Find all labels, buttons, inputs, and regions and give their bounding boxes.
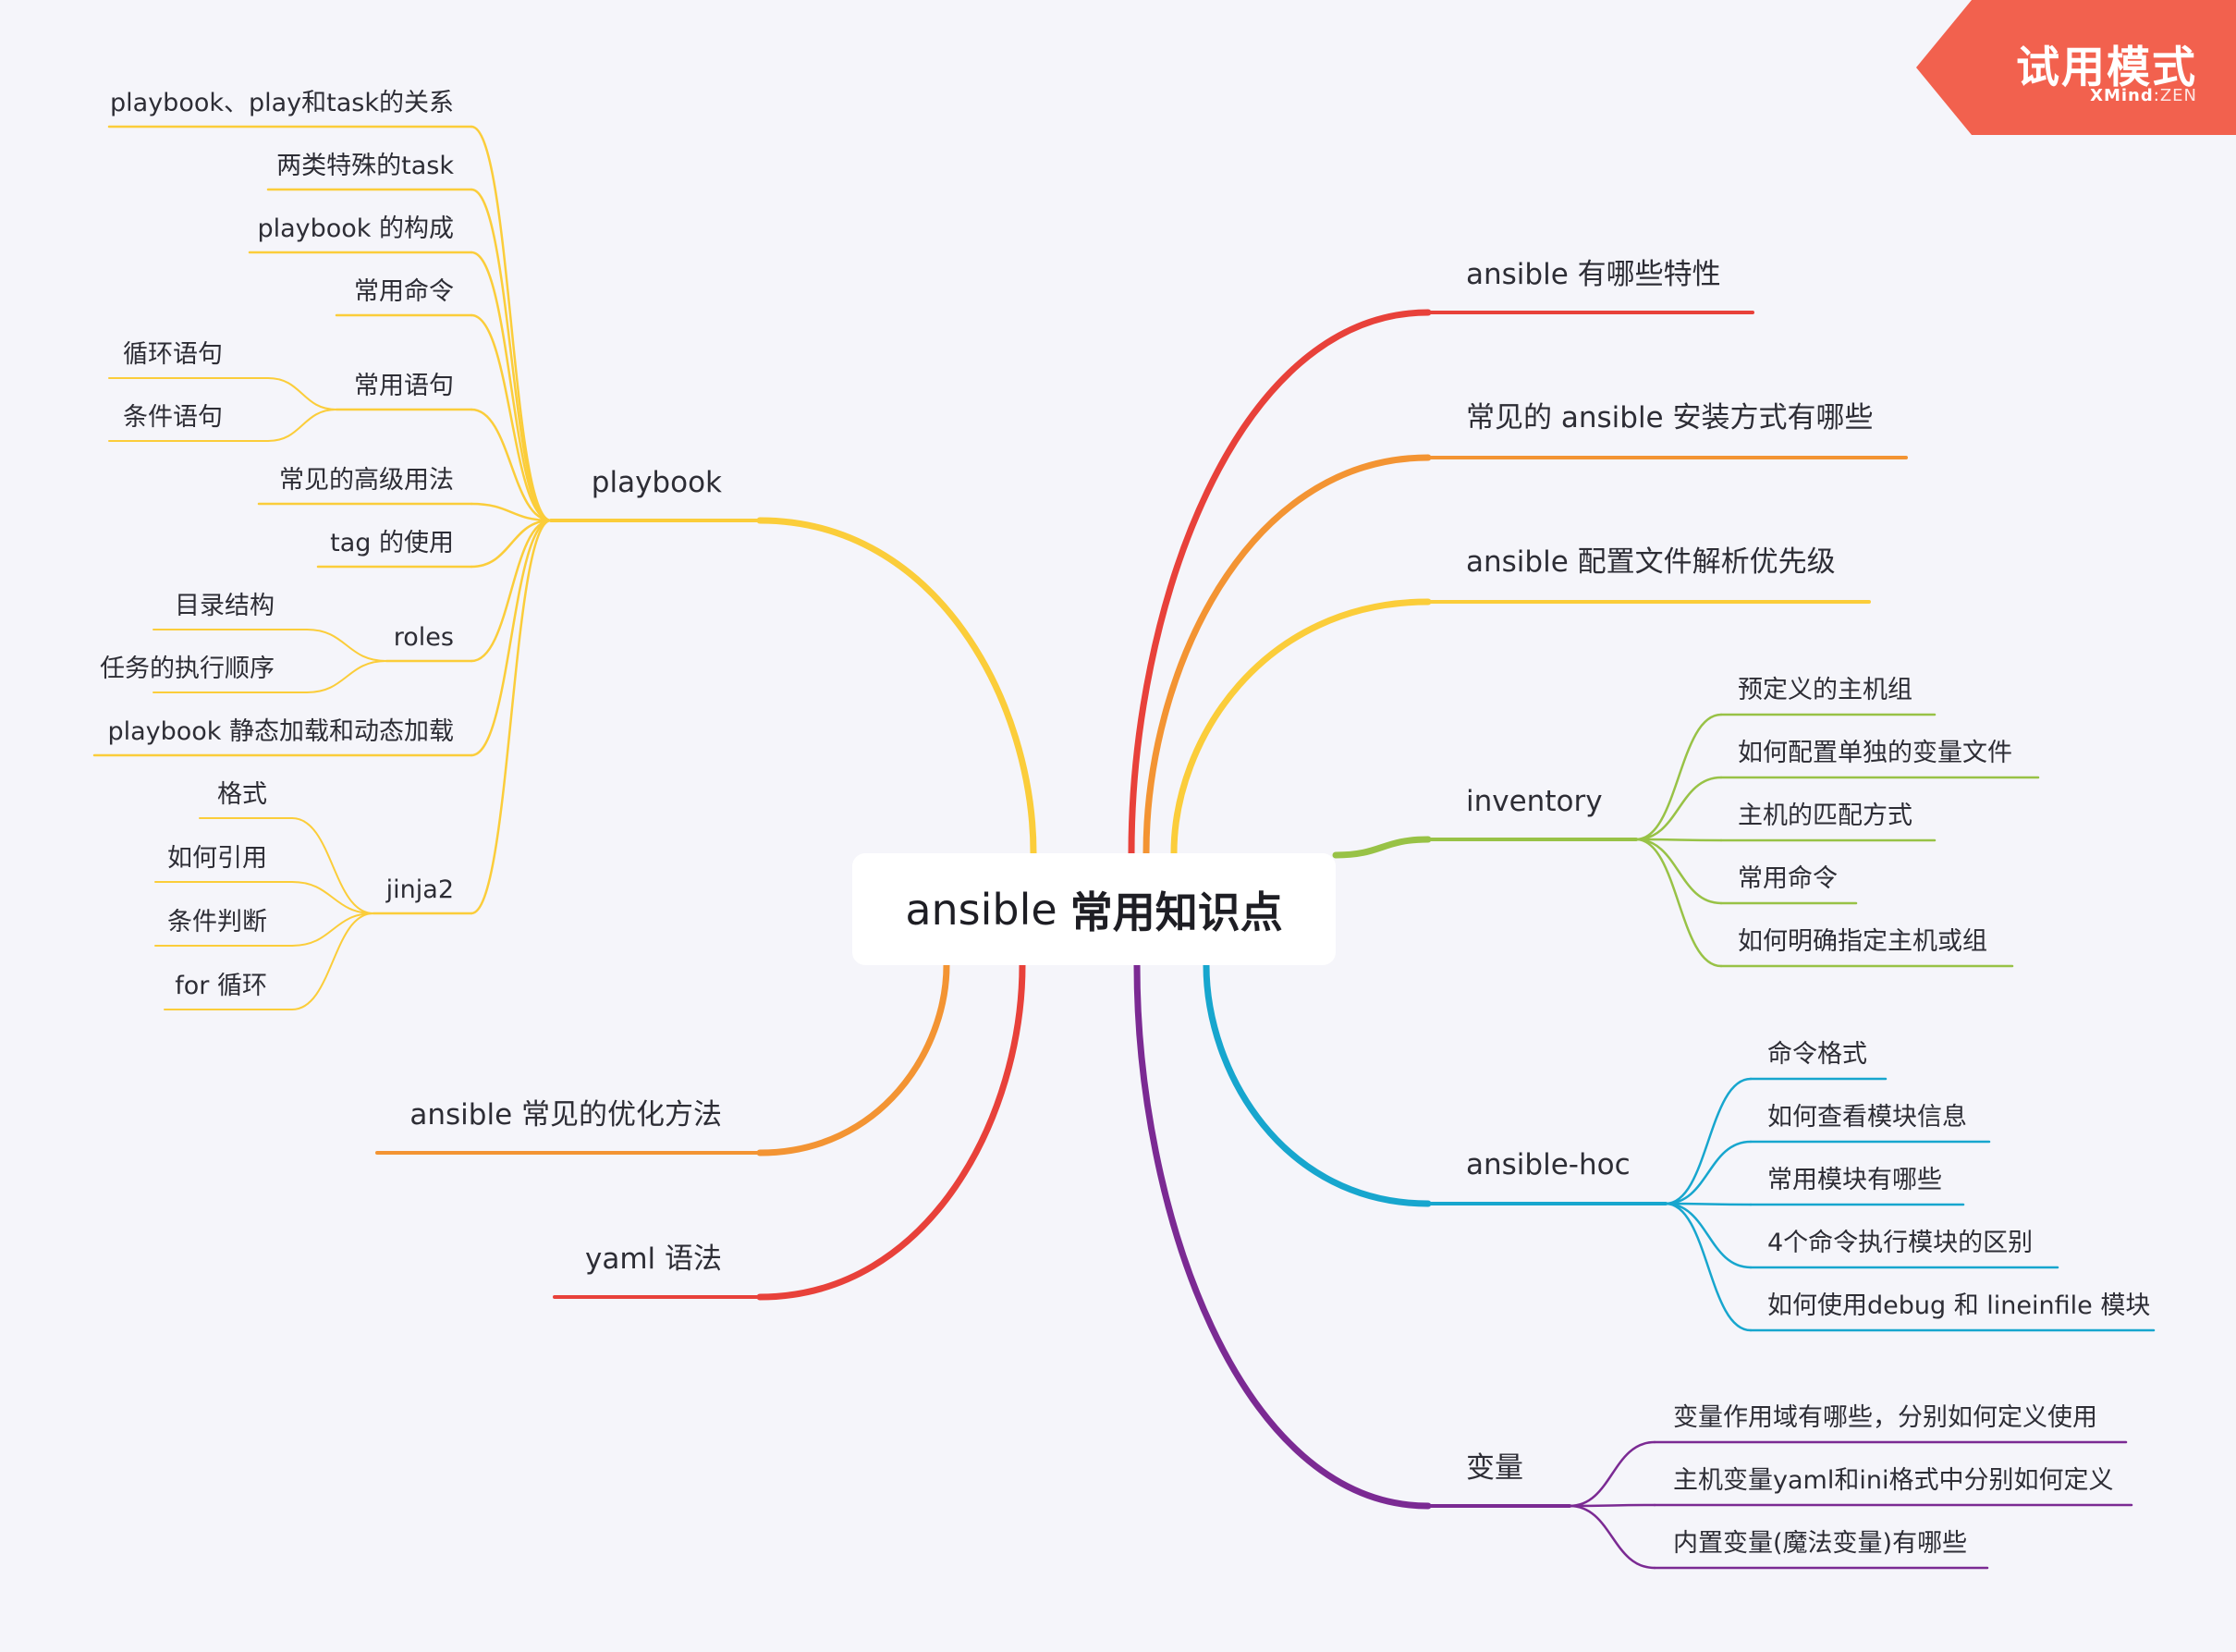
watermark-title: 试用模式 [2016,43,2197,93]
playbook-item[interactable]: roles [393,623,454,652]
roles-connector [306,629,387,662]
inventory-connector [1634,713,1723,841]
playbook-connector [470,313,553,522]
topic-inventory[interactable]: inventory [1466,785,1603,818]
branch-connector-playbook [756,517,1037,857]
jinja2-connector [291,912,374,947]
root-title-bold: 常用知识点 [1069,887,1283,937]
inventory-item[interactable]: 常用命令 [1738,864,1838,893]
root-topic[interactable]: ansible 常用知识点 [852,853,1336,965]
inventory-connector [1634,838,1723,968]
playbook-connector [470,408,553,522]
inventory-item[interactable]: 主机的匹配方式 [1738,802,1912,830]
playbook-connector [470,125,553,522]
trial-watermark: 试用模式 XMind:ZEN [1916,0,2236,135]
inventory-item[interactable]: 预定义的主机组 [1738,676,1912,704]
topic-config[interactable]: ansible 配置文件解析优先级 [1466,545,1836,579]
adhoc-item[interactable]: 命令格式 [1767,1040,1867,1069]
playbook-connector [470,519,553,663]
variables-connector [1568,1503,1656,1508]
adhoc-item[interactable]: 常用模块有哪些 [1767,1166,1942,1194]
variables-item[interactable]: 变量作用域有哪些，分别如何定义使用 [1673,1403,2097,1432]
root-title-plain: ansible [905,884,1057,935]
watermark-brand-sep: : [2153,86,2160,105]
adhoc-connector [1664,1202,1753,1332]
variables-item[interactable]: 主机变量yaml和ini格式中分别如何定义 [1673,1466,2114,1495]
branch-connector-inventory [1332,836,1432,859]
inventory-connector [1634,838,1723,842]
inventory-connector [1634,838,1723,905]
roles-connector [306,660,387,693]
playbook-connector [470,188,553,522]
adhoc-connector [1664,1077,1753,1205]
variables-item[interactable]: 内置变量(魔法变量)有哪些 [1673,1529,1968,1558]
playbook-connector [470,519,553,757]
topic-optimize[interactable]: ansible 常见的优化方法 [409,1098,722,1132]
topic-variables[interactable]: 变量 [1466,1451,1523,1485]
variables-connector [1568,1504,1656,1570]
watermark-brand-thin: ZEN [2159,86,2197,105]
playbook-item[interactable]: 两类特殊的task [276,152,454,180]
topic-adhoc[interactable]: ansible-hoc [1466,1148,1631,1181]
inventory-item[interactable]: 如何明确指定主机或组 [1738,927,1987,956]
statements-connector [267,377,337,410]
inventory-connector [1634,776,1723,841]
playbook-item[interactable]: 常用语句 [354,372,454,400]
adhoc-connector [1664,1140,1753,1205]
branch-connector-features [1128,309,1432,857]
branch-connector-yaml [756,961,1026,1301]
jinja2-item[interactable]: for 循环 [175,972,267,1000]
inventory-item[interactable]: 如何配置单独的变量文件 [1738,739,2012,767]
playbook-connector [470,519,553,915]
watermark-badge-shape [1916,0,2236,135]
jinja2-item[interactable]: 格式 [217,780,267,809]
adhoc-connector [1664,1202,1753,1206]
branch-connector-install [1142,454,1432,857]
branch-connector-config [1170,598,1432,857]
playbook-item[interactable]: playbook 的构成 [257,214,454,243]
jinja2-connector [291,817,374,914]
playbook-item[interactable]: jinja2 [385,875,454,904]
topic-playbook[interactable]: playbook [591,466,722,499]
statements-connector [267,409,337,442]
statements-item[interactable]: 循环语句 [123,340,223,369]
adhoc-item[interactable]: 如何查看模块信息 [1767,1103,1967,1132]
topic-features[interactable]: ansible 有哪些特性 [1466,258,1721,291]
jinja2-connector [291,912,374,1010]
topic-install[interactable]: 常见的 ansible 安装方式有哪些 [1466,401,1874,434]
playbook-connector [470,519,553,569]
adhoc-item[interactable]: 4个命令执行模块的区别 [1767,1229,2034,1257]
playbook-item[interactable]: 常见的高级用法 [279,466,454,495]
watermark-brand-bold: XMind [2090,86,2154,105]
variables-connector [1568,1440,1656,1508]
topic-yaml[interactable]: yaml 语法 [584,1242,722,1276]
branch-connector-adhoc [1203,961,1432,1207]
playbook-connector [470,502,553,522]
roles-item[interactable]: 任务的执行顺序 [100,655,275,683]
jinja2-connector [291,881,374,914]
playbook-item[interactable]: playbook 静态加载和动态加载 [107,717,454,746]
playbook-connector [470,251,553,522]
branch-connector-optimize [756,961,950,1156]
playbook-item[interactable]: tag 的使用 [330,529,454,557]
playbook-item[interactable]: 常用命令 [354,277,454,306]
watermark-brand: XMind:ZEN [2090,86,2197,105]
jinja2-item[interactable]: 如何引用 [167,844,267,873]
branch-connector-variables [1133,961,1432,1510]
roles-item[interactable]: 目录结构 [175,592,275,620]
playbook-item[interactable]: playbook、play和task的关系 [110,89,454,117]
adhoc-item[interactable]: 如何使用debug 和 lineinfile 模块 [1767,1291,2151,1320]
jinja2-item[interactable]: 条件判断 [167,908,267,936]
statements-item[interactable]: 条件语句 [123,403,223,432]
adhoc-connector [1664,1202,1753,1269]
